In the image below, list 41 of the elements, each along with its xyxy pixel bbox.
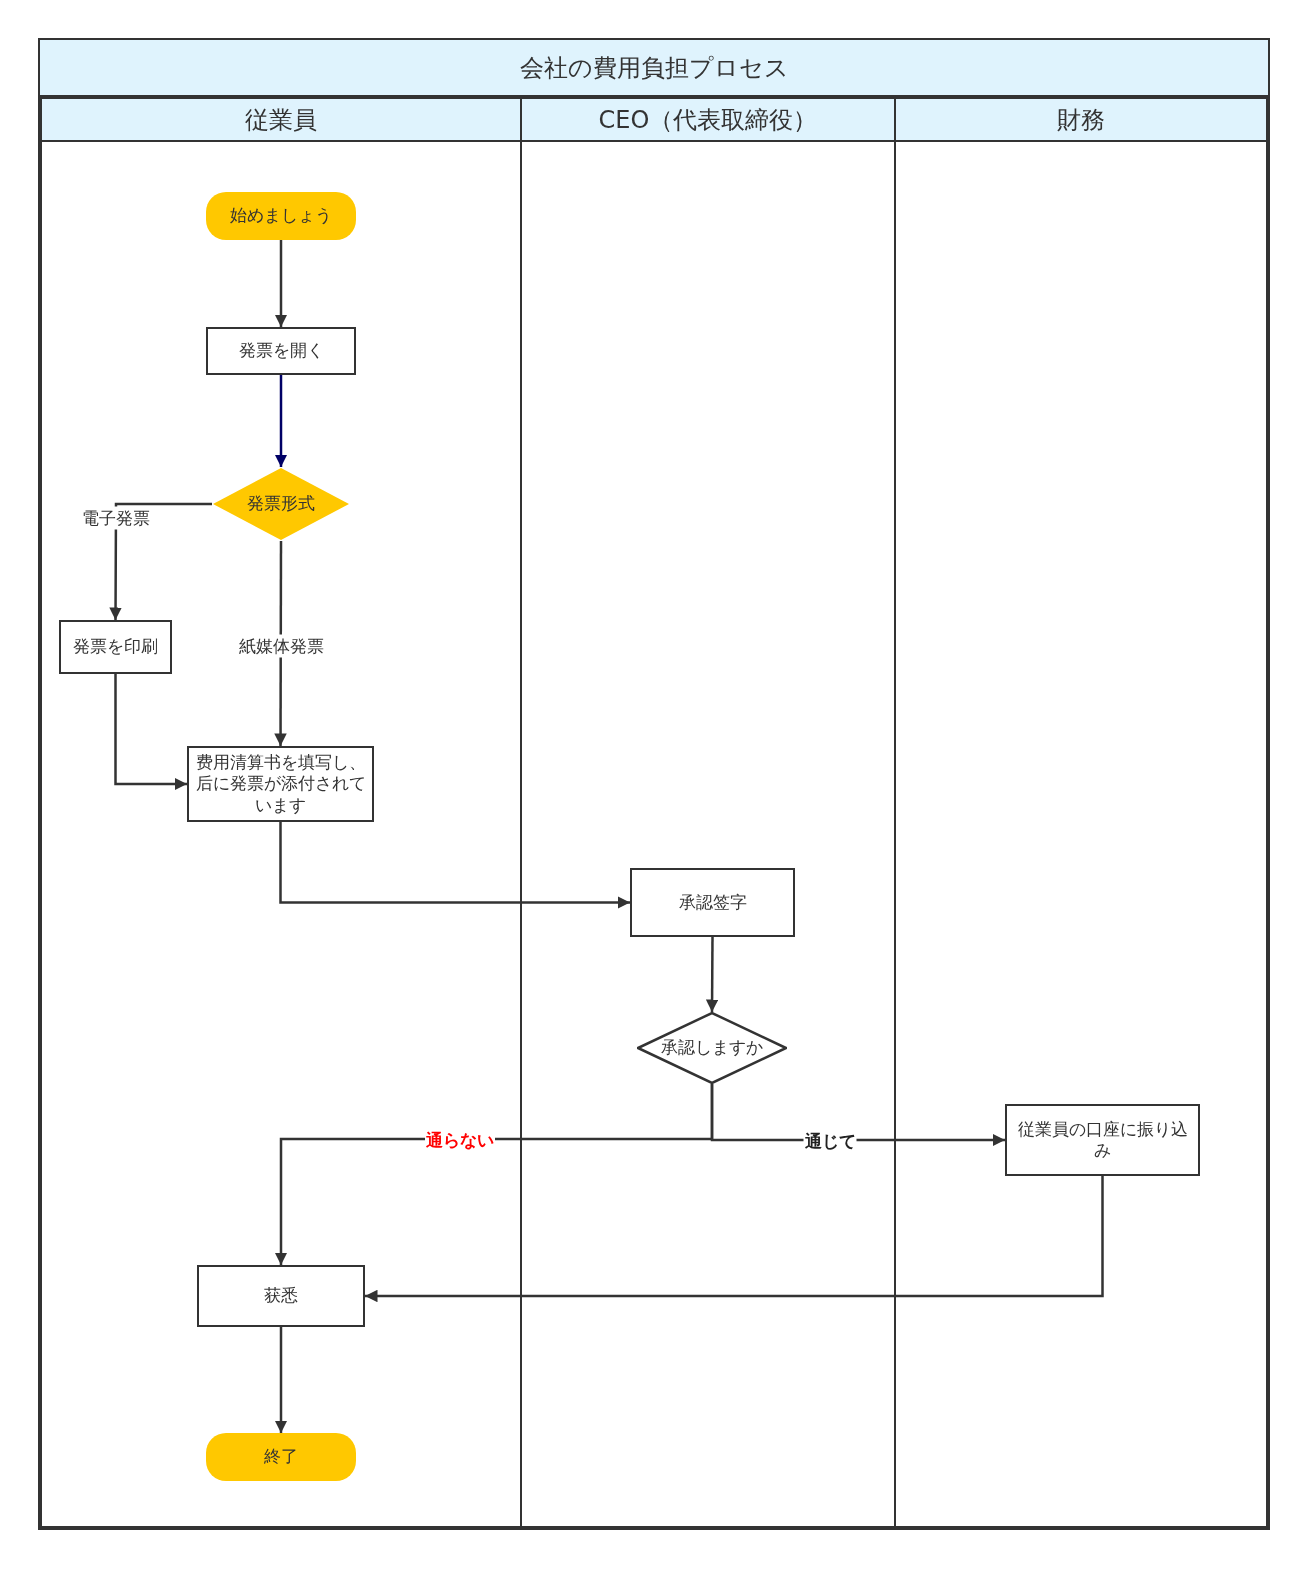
lane-header: 財務 xyxy=(1057,104,1105,135)
arrow xyxy=(705,937,719,1012)
terminal-pill xyxy=(206,1433,356,1481)
process-box xyxy=(197,1265,365,1327)
node-label: 始めましょう xyxy=(230,205,332,227)
lane-header: CEO（代表取締役） xyxy=(598,104,818,135)
edge-label: 通らない xyxy=(425,1128,495,1152)
process-box xyxy=(59,620,172,674)
node-label: 获悉 xyxy=(264,1285,298,1307)
terminal-pill xyxy=(206,192,356,240)
node-label: 発票を印刷 xyxy=(73,636,158,658)
arrow xyxy=(365,1176,1104,1303)
arrow xyxy=(274,240,288,327)
node-label: 承認しますか xyxy=(661,1037,763,1059)
process-box xyxy=(1005,1104,1200,1176)
node-label: 费用清算书を填写し、后に発票が添付されています xyxy=(195,752,366,816)
process-box xyxy=(630,868,795,937)
swimlane xyxy=(520,97,896,1528)
edge-label: 電子発票 xyxy=(81,506,151,530)
node-label: 従業員の口座に振り込み xyxy=(1016,1118,1189,1162)
node-label: 発票形式 xyxy=(247,493,315,515)
node-label: 承認签字 xyxy=(678,891,747,914)
arrow xyxy=(109,502,212,620)
arrow xyxy=(274,1327,288,1433)
swimlane xyxy=(894,97,1268,1528)
lane-header: 従業員 xyxy=(245,104,317,135)
swimlane-pool xyxy=(38,38,1270,1530)
process-box xyxy=(187,746,374,822)
pool-header-label: 会社の費用負担プロセス xyxy=(519,52,789,83)
decision-diamond xyxy=(212,467,350,541)
process-box xyxy=(206,327,356,375)
arrow xyxy=(274,541,287,746)
arrow xyxy=(274,375,288,467)
edge-label: 紙媒体発票 xyxy=(237,634,325,658)
arrow xyxy=(279,822,630,909)
node-label: 終了 xyxy=(264,1446,298,1468)
node-label: 発票を開く xyxy=(238,340,324,362)
edge-label: 通じて xyxy=(803,1129,857,1153)
swimlane xyxy=(40,97,522,1528)
decision-diamond xyxy=(637,1012,787,1084)
arrow xyxy=(114,674,187,791)
